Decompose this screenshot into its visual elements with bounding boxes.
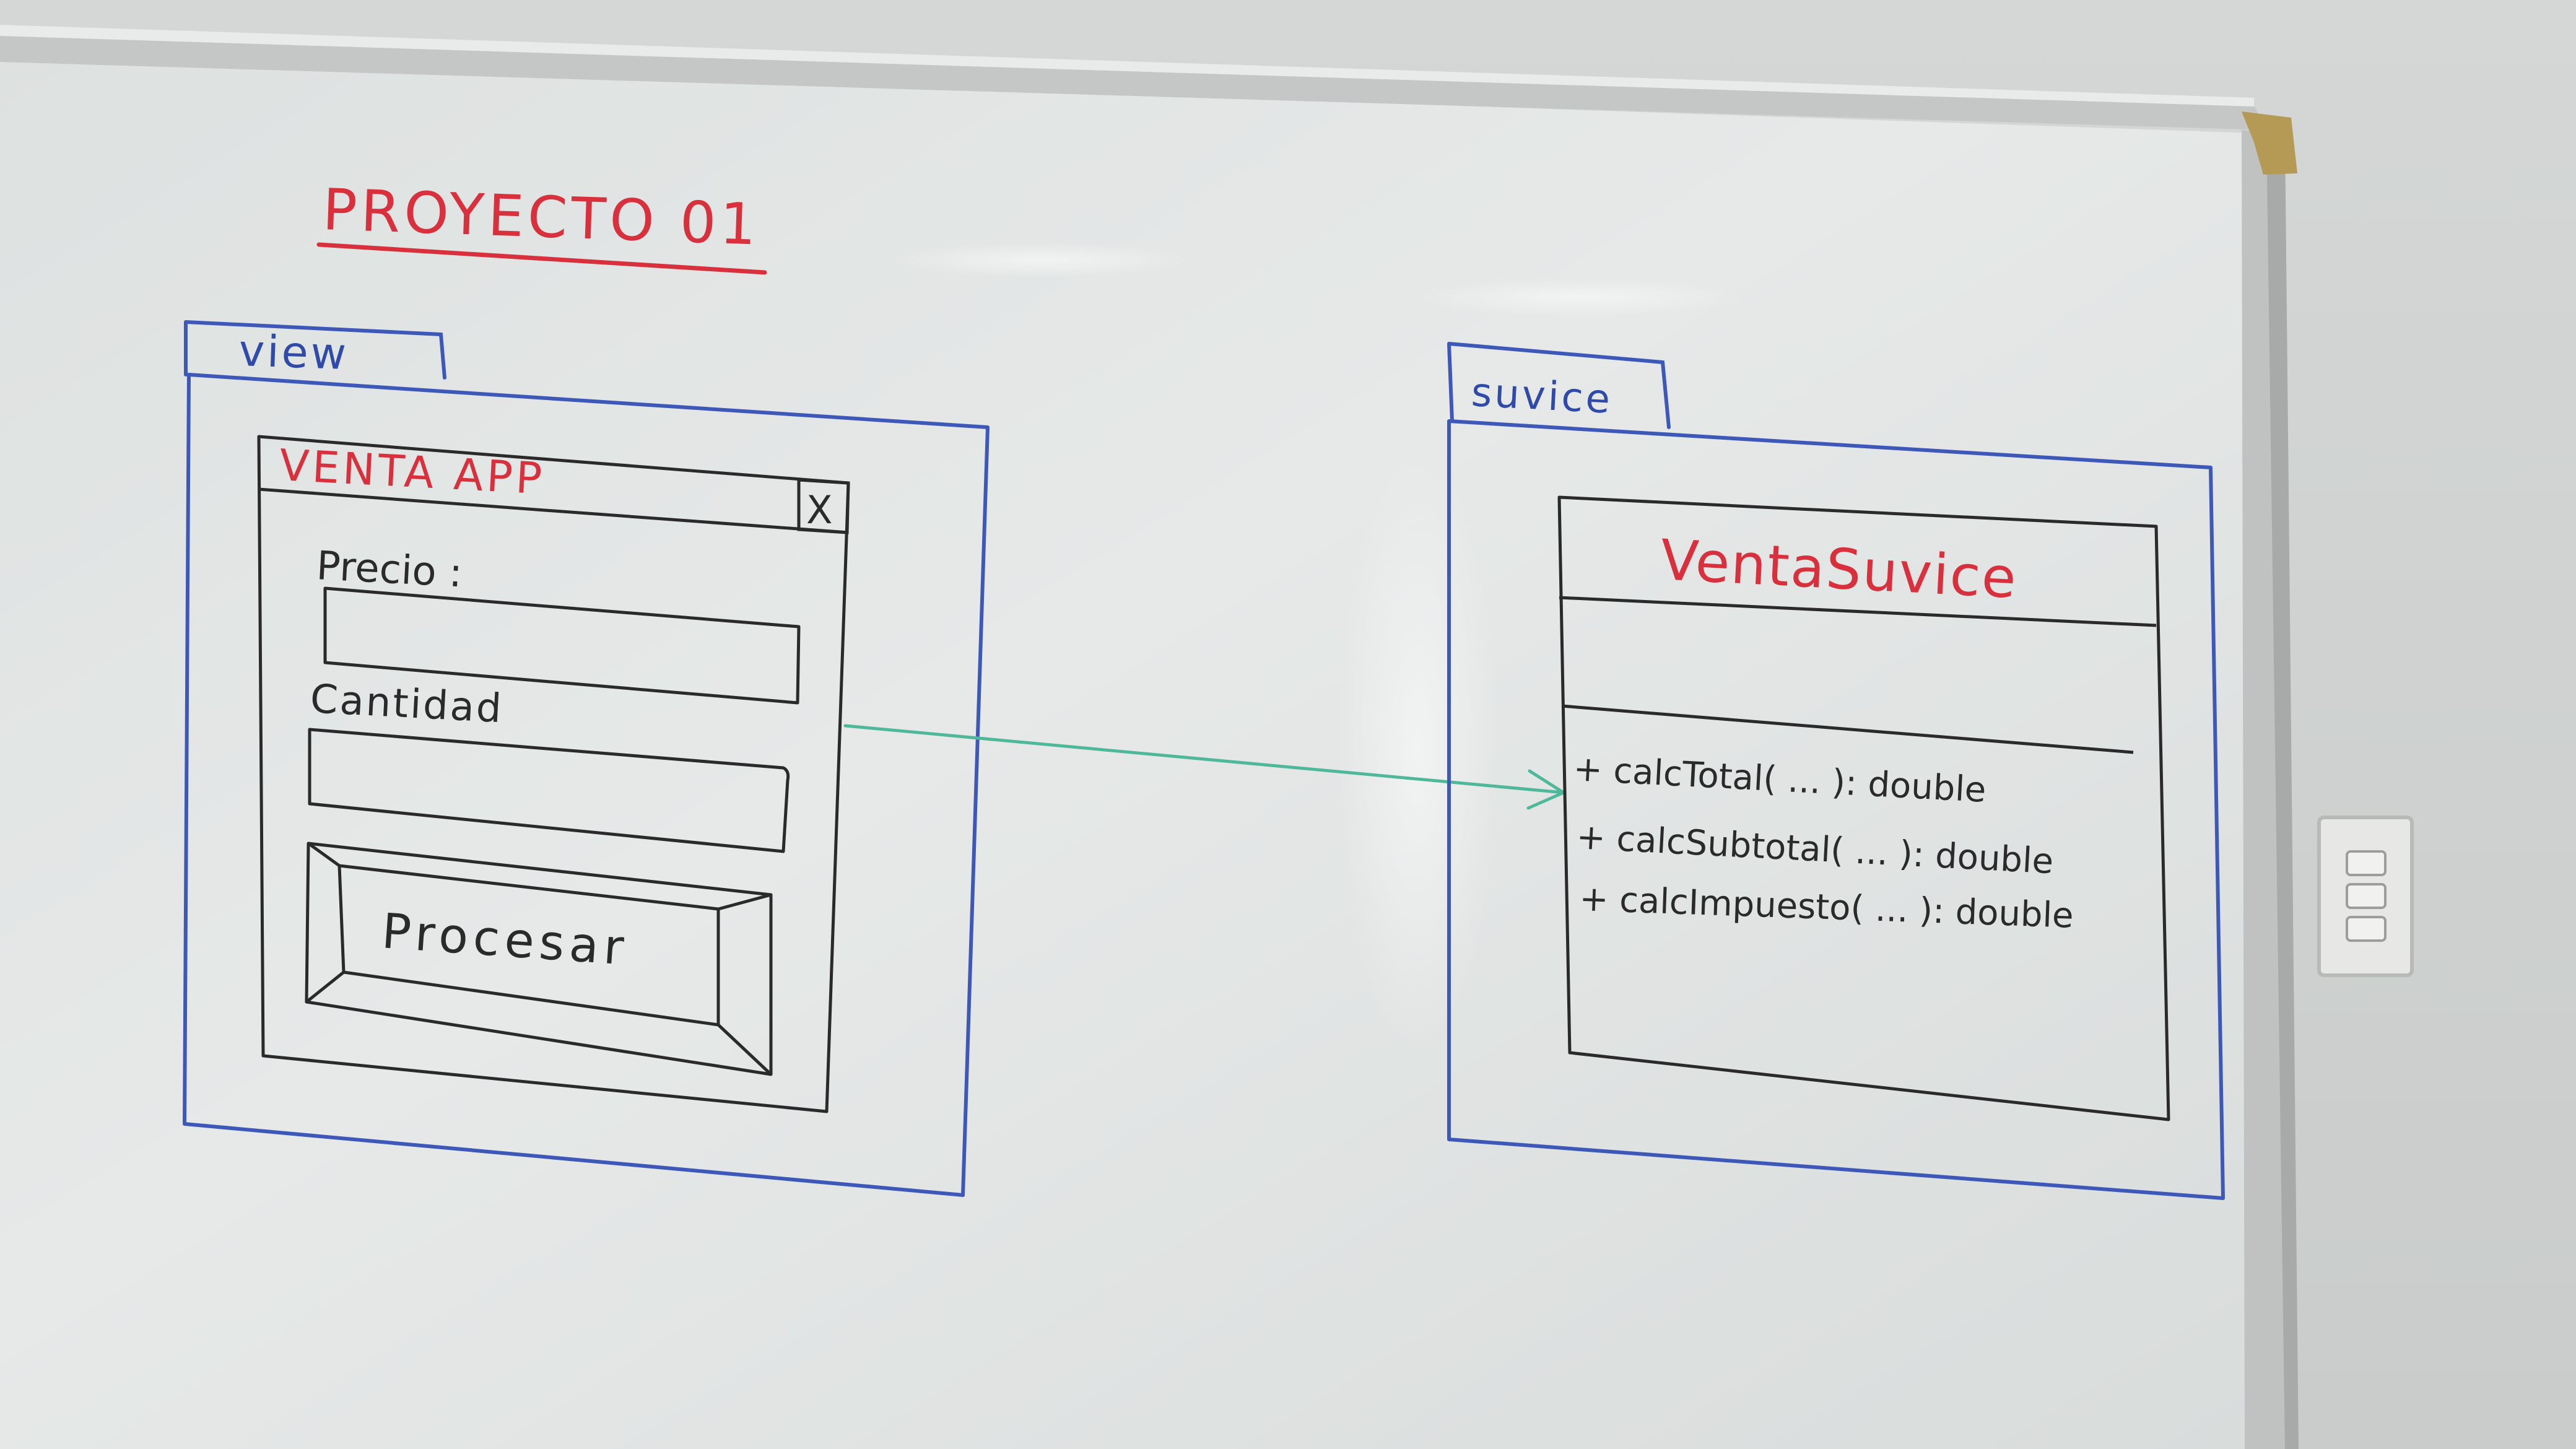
switch-toggle-icon — [2346, 916, 2387, 942]
switch-toggle-icon — [2346, 883, 2387, 909]
frame-corner-cap — [2242, 111, 2297, 175]
view-package-body — [183, 373, 990, 1197]
quantity-label: Cantidad — [309, 676, 504, 732]
whiteboard-right-frame-edge — [2266, 133, 2299, 1449]
board-title: PROYECTO 01 — [321, 176, 761, 258]
light-glare-1 — [892, 243, 1189, 277]
whiteboard-top-frame-highlight — [0, 25, 2254, 107]
class-outline — [1557, 495, 2170, 1121]
switch-toggle-icon — [2346, 850, 2387, 876]
quantity-input[interactable] — [308, 728, 790, 853]
window-titlebar-line — [258, 487, 849, 534]
arrow-line — [843, 724, 1565, 794]
class-attribute-divider — [1561, 704, 2134, 754]
close-icon: X — [806, 487, 832, 533]
window-reflection — [1338, 446, 1499, 1053]
title-underline — [316, 242, 767, 275]
view-package-tab — [184, 320, 446, 380]
price-input[interactable] — [323, 586, 801, 705]
service-package-body — [1447, 419, 2225, 1200]
view-package-label: view — [238, 325, 349, 380]
window-frame — [257, 435, 850, 1113]
service-package-tab — [1447, 342, 1671, 429]
class-name-divider — [1559, 596, 2157, 627]
price-label: Precio : — [315, 543, 463, 596]
light-glare-2 — [1418, 279, 1740, 316]
whiteboard-top-frame — [0, 34, 2266, 130]
service-package-label: suvice — [1470, 370, 1614, 423]
process-button-bevel — [305, 842, 772, 1076]
window-close-button[interactable] — [797, 478, 850, 534]
